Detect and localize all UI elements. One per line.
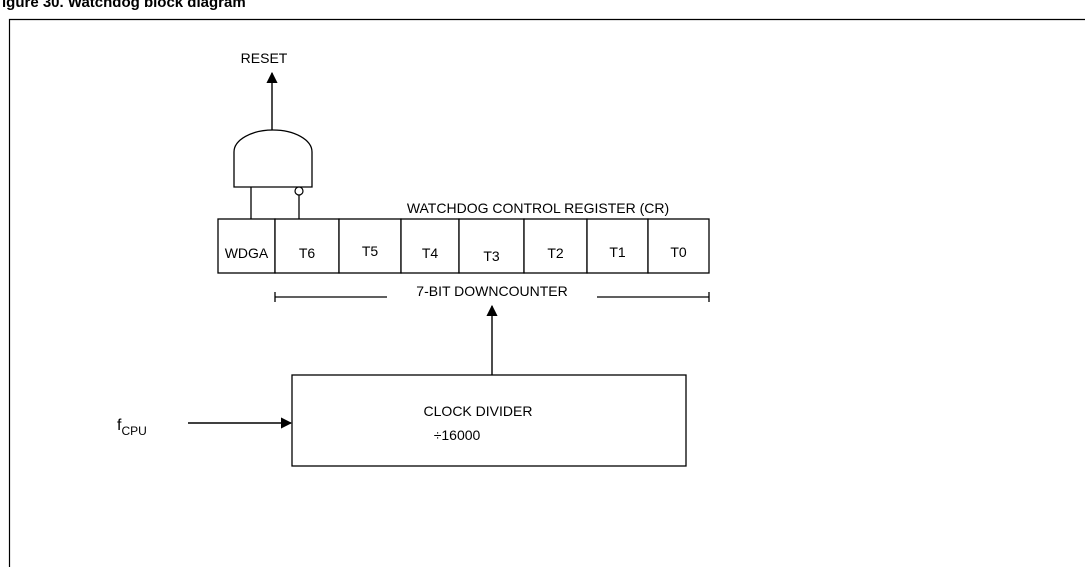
clock-divider-ratio: ÷16000 [434, 427, 481, 443]
register-bit-label-t3: T3 [483, 248, 500, 264]
register-cell-wdga [217, 218, 276, 274]
register-cell-t4 [400, 218, 460, 274]
clock-divider-box [291, 374, 687, 467]
figure-frame [8, 18, 1085, 567]
downcounter-label-bg [387, 282, 597, 300]
register-cell-t3 [458, 218, 525, 274]
inverter-bubble [294, 186, 304, 196]
and-gate [233, 129, 313, 188]
register-bit-label-t4: T4 [422, 245, 439, 261]
clock-divider-title: CLOCK DIVIDER [424, 403, 533, 419]
register-cell-t1 [586, 218, 649, 274]
figure-caption: igure 30. Watchdog block diagram [2, 0, 246, 11]
register-cell-t6 [274, 218, 340, 274]
fcpu-label-subscript: CPU [121, 424, 146, 438]
register-title: WATCHDOG CONTROL REGISTER (CR) [407, 200, 669, 216]
fcpu-label: fCPU [117, 417, 147, 438]
control-register: WDGA T6 T5 T4 T3 T2 T1 T0 [217, 218, 710, 274]
register-bit-label-t5: T5 [362, 243, 379, 259]
register-bit-label-t6: T6 [299, 245, 316, 261]
reset-label: RESET [241, 50, 288, 66]
register-bit-label-t2: T2 [547, 245, 564, 261]
register-cell-t0 [647, 218, 710, 274]
register-bit-label-t1: T1 [609, 244, 626, 260]
register-bit-label-t0: T0 [670, 244, 687, 260]
downcounter-label: 7-BIT DOWNCOUNTER [416, 283, 567, 299]
register-bit-label-wdga: WDGA [225, 245, 269, 261]
register-cell-t2 [523, 218, 588, 274]
fcpu-label-main: f [117, 417, 122, 434]
